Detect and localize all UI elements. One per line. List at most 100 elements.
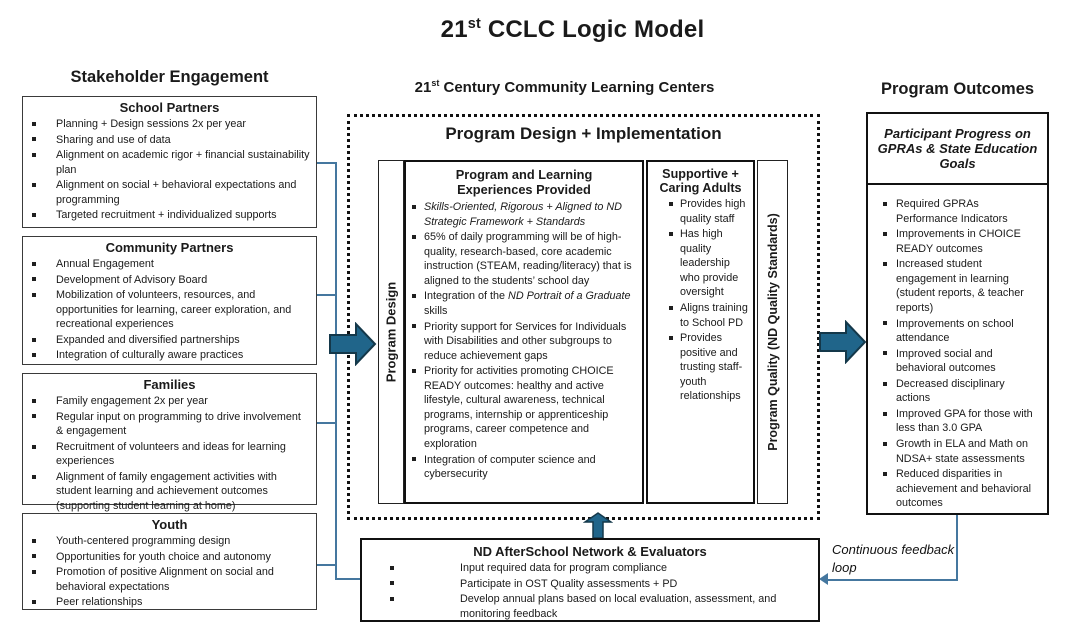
bullet-item: Improvements on school attendance xyxy=(868,317,1041,346)
program-learning-title-line1: Program and Learning xyxy=(455,167,593,182)
bullet-segment: 65% of daily programming will be of high… xyxy=(424,231,632,287)
families-title: Families xyxy=(143,377,196,392)
program-outcomes-box: Participant Progress on GPRAs & State Ed… xyxy=(866,112,1049,515)
bullet-item: Decreased disciplinary actions xyxy=(868,377,1041,406)
bullet-item: Growth in ELA and Math on NDSA+ state as… xyxy=(868,437,1041,466)
bullet-item: Provides high quality staff xyxy=(648,197,748,226)
connector-bracket-vertical xyxy=(335,162,337,580)
program-quality-strip-label: Program Quality (ND Quality Standards) xyxy=(765,213,780,451)
bullet-item: Develop annual plans based on local eval… xyxy=(362,592,813,621)
bullet-item: Opportunities for youth choice and auton… xyxy=(23,550,311,565)
bullet-item: Sharing and use of data xyxy=(23,133,311,148)
bullet-item: Has high quality leadership who provide … xyxy=(648,227,748,300)
bullet-item: Reduced disparities in achievement and b… xyxy=(868,467,1041,511)
bullet-item: Family engagement 2x per year xyxy=(23,394,311,409)
bullet-item: Provides positive and trusting staff-you… xyxy=(648,331,748,404)
center-subtitle: 21st Century Community Learning Centers xyxy=(332,78,797,96)
bullet-segment: Priority support for Services for Indivi… xyxy=(424,320,627,362)
bullet-item: Recruitment of volunteers and ideas for … xyxy=(23,440,311,469)
connector-stub-families xyxy=(317,422,335,424)
program-learning-title: Program and Learning Experiences Provide… xyxy=(406,162,642,198)
bullet-item: Skills-Oriented, Rigorous + Aligned to N… xyxy=(406,200,638,229)
bullet-segment: skills xyxy=(424,304,448,317)
bullet-item: Increased student engagement in learning… xyxy=(868,257,1041,315)
feedback-line-vertical xyxy=(956,515,958,581)
supportive-adults-box: Supportive + Caring Adults Provides high… xyxy=(646,160,755,504)
outcomes-heading: Program Outcomes xyxy=(880,80,1035,98)
subtitle-number: 21 xyxy=(414,79,432,96)
flow-arrow-stakeholder-to-program-icon xyxy=(329,322,377,366)
bullet-segment-italic: Skills-Oriented, Rigorous + Aligned to N… xyxy=(424,201,622,228)
subtitle-superscript: st xyxy=(431,78,440,88)
bullet-item: Regular input on programming to drive in… xyxy=(23,410,311,439)
evaluators-title: ND AfterSchool Network & Evaluators xyxy=(473,544,707,559)
bullet-item: 65% of daily programming will be of high… xyxy=(406,230,638,288)
bullet-item: Planning + Design sessions 2x per year xyxy=(23,117,311,132)
bullet-item: Annual Engagement xyxy=(23,257,311,272)
connector-stub-community xyxy=(317,294,335,296)
connector-stub-youth xyxy=(317,564,335,566)
page-title: 21st CCLC Logic Model xyxy=(340,16,805,44)
bullet-item: Integration of computer science and cybe… xyxy=(406,453,638,482)
program-design-strip: Program Design xyxy=(378,160,404,504)
community-partners-title: Community Partners xyxy=(105,240,234,255)
supportive-adults-title-line2: Caring Adults xyxy=(659,181,742,195)
bullet-item: Priority support for Services for Indivi… xyxy=(406,320,638,364)
program-design-strip-label: Program Design xyxy=(383,281,399,383)
youth-title: Youth xyxy=(151,517,188,532)
supportive-adults-title: Supportive + Caring Adults xyxy=(648,162,753,196)
bullet-item: Improvements in CHOICE READY outcomes xyxy=(868,227,1041,256)
bullet-item: Youth-centered programming design xyxy=(23,534,311,549)
bullet-item: Mobilization of volunteers, resources, a… xyxy=(23,288,311,332)
bullet-item: Integration of the ND Portrait of a Grad… xyxy=(406,289,638,318)
program-quality-strip: Program Quality (ND Quality Standards) xyxy=(757,160,788,504)
bullet-segment-italic: ND Portrait of a Graduate xyxy=(508,290,631,303)
bullet-item: Alignment on academic rigor + financial … xyxy=(23,148,311,177)
evaluators-box: ND AfterSchool Network & Evaluators Inpu… xyxy=(360,538,820,622)
program-learning-title-line2: Experiences Provided xyxy=(457,182,591,197)
bullet-item: Targeted recruitment + individualized su… xyxy=(23,208,311,223)
bullet-item: Development of Advisory Board xyxy=(23,273,311,288)
bullet-item: Promotion of positive Alignment on socia… xyxy=(23,565,311,594)
bullet-segment: Priority for activities promoting CHOICE… xyxy=(424,365,614,450)
feedback-arrowhead-icon xyxy=(819,573,828,585)
bullet-item: Input required data for program complian… xyxy=(362,561,813,576)
bullet-item: Participate in OST Quality assessments +… xyxy=(362,577,813,592)
bullet-segment: Integration of the xyxy=(424,290,509,303)
school-partners-title: School Partners xyxy=(119,100,220,115)
bullet-item: Priority for activities promoting CHOICE… xyxy=(406,364,638,451)
flow-arrow-program-to-outcomes-icon xyxy=(819,320,867,364)
bullet-item: Alignment of family engagement activitie… xyxy=(23,470,311,514)
bullet-segment: Integration of computer science and cybe… xyxy=(424,453,596,481)
title-text: CCLC Logic Model xyxy=(480,16,705,43)
stakeholder-heading: Stakeholder Engagement xyxy=(70,68,269,86)
bullet-item: Required GPRAs Performance Indicators xyxy=(868,197,1041,226)
program-design-implementation-container xyxy=(347,114,820,520)
feedback-line-horizontal xyxy=(826,579,958,581)
connector-to-evaluators-left xyxy=(335,578,362,580)
title-superscript: st xyxy=(467,16,481,32)
school-partners-box: School Partners Planning + Design sessio… xyxy=(22,96,317,228)
connector-stub-school xyxy=(317,162,335,164)
bullet-item: Improved GPA for those with less than 3.… xyxy=(868,407,1041,436)
title-number: 21 xyxy=(440,16,468,43)
flow-arrow-evaluators-up-icon xyxy=(583,512,613,539)
bullet-item: Expanded and diversified partnerships xyxy=(23,333,311,348)
bullet-item: Aligns training to School PD xyxy=(648,301,748,330)
bullet-item: Peer relationships xyxy=(23,595,311,610)
bullet-item: Alignment on social + behavioral expecta… xyxy=(23,178,311,207)
supportive-adults-title-line1: Supportive + xyxy=(662,167,739,181)
evaluators-list: Input required data for program complian… xyxy=(362,561,818,621)
bullet-item: Improved social and behavioral outcomes xyxy=(868,347,1041,376)
continuous-feedback-label: Continuous feedback loop xyxy=(832,542,955,576)
